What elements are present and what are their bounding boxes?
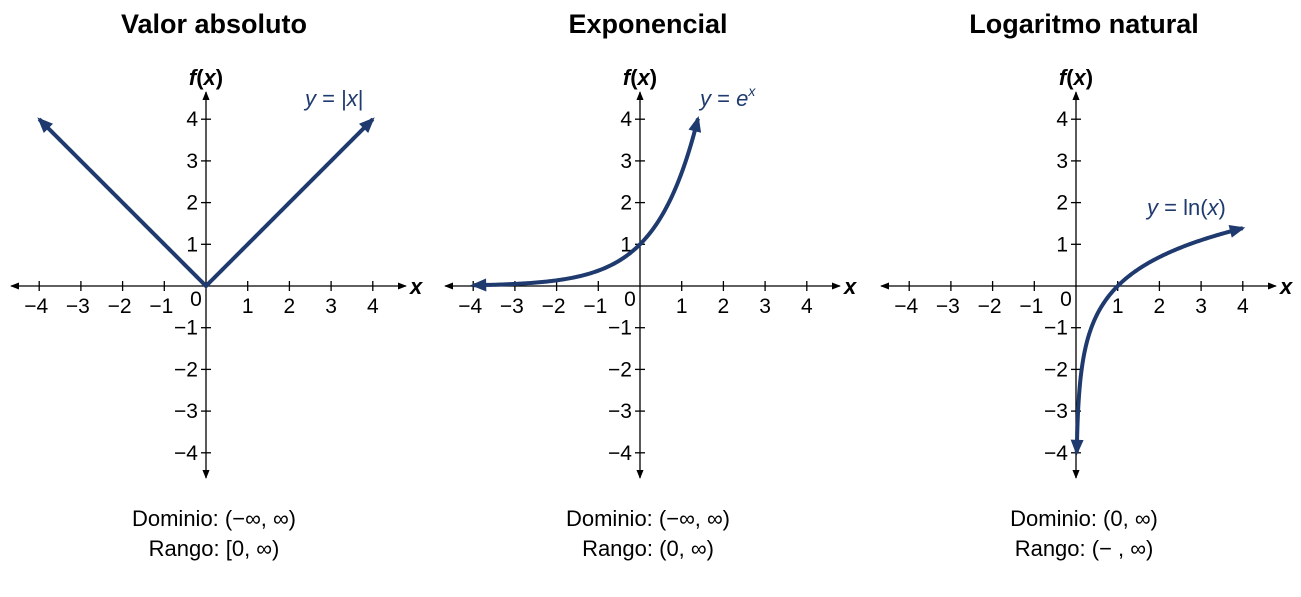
equation-label: y = |x| (303, 86, 364, 111)
y-tick-label: −1 (174, 317, 198, 340)
absolute-value-curve (37, 117, 375, 289)
y-tick-label: 4 (1056, 108, 1068, 131)
x-tick-label: −4 (24, 295, 48, 318)
x-tick-label: 4 (801, 295, 813, 318)
range-text: Rango: (− , ∞) (1015, 536, 1154, 561)
x-tick-label: 3 (1195, 295, 1207, 318)
x-tick-label: 1 (676, 295, 688, 318)
axes: x f(x) −4 −3 −2 −1 0 1 2 3 4 −4 −3 −2 −1 1 2 3 4 (880, 65, 1293, 479)
range-text: Rango: (0, ∞) (582, 536, 714, 561)
x-tick-label: 2 (1154, 295, 1166, 318)
y-tick-label: −1 (608, 317, 632, 340)
y-tick-label: −3 (608, 400, 632, 423)
y-tick-label: −4 (174, 442, 198, 465)
y-axis-label: f(x) (1059, 65, 1093, 90)
x-tick-label: −4 (458, 295, 482, 318)
x-tick-label: 0 (1060, 288, 1072, 311)
natural-log-curve (1070, 225, 1246, 456)
x-tick-label: −1 (583, 295, 607, 318)
y-tick-label: 3 (620, 150, 632, 173)
y-tick-label: 2 (186, 192, 198, 215)
x-tick-label: −2 (542, 295, 566, 318)
x-tick-label: 2 (284, 295, 296, 318)
domain-text: Dominio: (−∞, ∞) (566, 506, 730, 531)
x-tick-label: −3 (66, 295, 90, 318)
exponential-curve (470, 116, 702, 292)
x-tick-label: −1 (149, 295, 173, 318)
y-tick-label: −1 (1044, 317, 1068, 340)
y-tick-label: 3 (1056, 150, 1068, 173)
y-tick-label: −2 (1044, 358, 1068, 381)
x-tick-label: 4 (1237, 295, 1249, 318)
domain-text: Dominio: (−∞, ∞) (132, 506, 296, 531)
chart-title: Logaritmo natural (969, 9, 1199, 39)
axes: x f(x) −4 −3 −2 −1 0 1 2 3 4 −4 −3 −2 −1 1 2 3 4 (10, 65, 423, 479)
range-text: Rango: [0, ∞) (149, 536, 280, 561)
equation-label: y = ex (698, 83, 756, 111)
domain-text: Dominio: (0, ∞) (1010, 506, 1158, 531)
y-tick-label: 4 (186, 108, 198, 131)
x-axis-label: x (1279, 274, 1293, 299)
x-tick-label: −1 (1019, 295, 1043, 318)
chart-natural-log: Logaritmo natural x f(x) −4 −3 −2 −1 0 1 2 3 4 −4 −3… (880, 9, 1293, 561)
y-tick-label: −2 (608, 358, 632, 381)
x-tick-label: −3 (500, 295, 524, 318)
y-tick-label: −4 (1044, 442, 1068, 465)
x-tick-label: 1 (242, 295, 254, 318)
x-tick-label: 3 (325, 295, 337, 318)
x-tick-label: 0 (190, 288, 202, 311)
y-tick-label: −2 (174, 358, 198, 381)
y-tick-label: 3 (186, 150, 198, 173)
x-tick-label: −2 (978, 295, 1002, 318)
y-tick-label: 1 (1056, 233, 1068, 256)
y-tick-label: 1 (186, 233, 198, 256)
x-tick-label: 3 (759, 295, 771, 318)
x-tick-label: 1 (1112, 295, 1124, 318)
x-axis-label: x (843, 274, 857, 299)
x-tick-label: −4 (894, 295, 918, 318)
y-axis-label: f(x) (189, 65, 223, 90)
chart-title: Exponencial (568, 9, 727, 39)
x-tick-label: 2 (718, 295, 730, 318)
y-tick-label: 4 (620, 108, 632, 131)
y-tick-label: −3 (1044, 400, 1068, 423)
x-axis-label: x (409, 274, 423, 299)
y-tick-label: −4 (608, 442, 632, 465)
chart-title: Valor absoluto (121, 9, 307, 39)
x-tick-label: −2 (108, 295, 132, 318)
x-tick-label: −3 (936, 295, 960, 318)
y-tick-label: −3 (174, 400, 198, 423)
x-tick-label: 0 (624, 288, 636, 311)
x-tick-label: 4 (367, 295, 379, 318)
equation-label: y = ln(x) (1145, 195, 1226, 220)
y-axis-label: f(x) (623, 65, 657, 90)
y-tick-label: 2 (1056, 192, 1068, 215)
y-tick-label: 2 (620, 192, 632, 215)
